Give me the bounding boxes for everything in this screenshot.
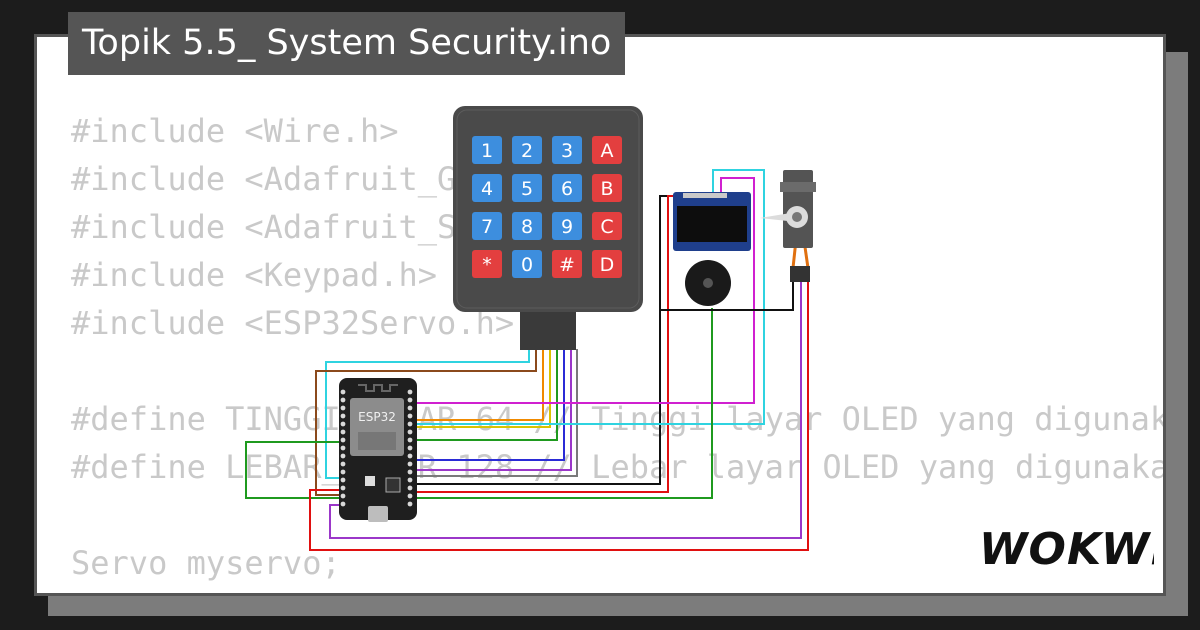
wire-yellow xyxy=(413,349,551,428)
esp32-pin xyxy=(340,493,346,499)
keypad-key xyxy=(512,212,542,240)
keypad-key xyxy=(472,174,502,202)
wokwi-logo-text: WOKWi xyxy=(979,524,1154,575)
keypad-key-label: 9 xyxy=(561,216,573,238)
wire-green-keypad xyxy=(413,349,558,441)
keypad-key xyxy=(512,250,542,278)
code-line: Servo myservo; xyxy=(71,544,341,582)
keypad-key-label: * xyxy=(482,254,492,276)
esp32-pin xyxy=(407,405,413,411)
wire-red-servo xyxy=(309,282,809,551)
esp32-pin xyxy=(340,389,346,395)
keypad-key xyxy=(552,174,582,202)
keypad-key xyxy=(552,212,582,240)
esp32-pin xyxy=(340,453,346,459)
esp32-pin xyxy=(340,469,346,475)
wire-cyan-oled xyxy=(413,169,765,425)
esp32-pin xyxy=(407,421,413,427)
keypad-key xyxy=(472,136,502,164)
keypad-key xyxy=(472,250,502,278)
servo-motor xyxy=(760,170,816,282)
wire-blue xyxy=(413,349,565,461)
oled-display xyxy=(673,192,751,251)
esp32-pin xyxy=(407,461,413,467)
esp32-pin xyxy=(340,429,346,435)
keypad-key xyxy=(592,136,622,164)
keypad-key-label: D xyxy=(600,254,615,276)
esp32-pin xyxy=(340,477,346,483)
keypad-key xyxy=(472,212,502,240)
keypad-key xyxy=(512,136,542,164)
wire-cyan xyxy=(325,349,530,479)
keypad-key-label: 0 xyxy=(521,254,533,276)
keypad-key-label: A xyxy=(601,140,614,162)
keypad-key-label: 1 xyxy=(481,140,493,162)
wire-black-servo xyxy=(660,282,794,311)
esp32-pin xyxy=(407,501,413,507)
esp32-pin xyxy=(340,413,346,419)
wire-orange xyxy=(413,349,544,421)
keypad-key-label: 4 xyxy=(481,178,493,200)
esp32-pin xyxy=(407,429,413,435)
keypad-key xyxy=(552,250,582,278)
esp32-pin xyxy=(407,445,413,451)
keypad: 1 2 3 A 4 5 6 B 7 8 9 C * 0 # D xyxy=(453,106,643,350)
keypad-key-label: 7 xyxy=(481,216,493,238)
esp32-pin xyxy=(407,477,413,483)
code-line: #include <Wire.h> xyxy=(71,112,399,150)
keypad-key-label: 8 xyxy=(521,216,533,238)
code-line: #include <Keypad.h> xyxy=(71,256,438,294)
esp32-label: ESP32 xyxy=(358,410,396,424)
wokwi-logo: WOKWi xyxy=(979,524,1154,575)
keypad-key xyxy=(592,212,622,240)
code-line: const int PIN_SERVO = 4; // pin ledakan … xyxy=(71,587,1163,593)
esp32-pin xyxy=(340,485,346,491)
esp32-pin xyxy=(340,405,346,411)
esp32-pin xyxy=(407,469,413,475)
esp32-pin xyxy=(407,453,413,459)
keypad-key xyxy=(592,250,622,278)
esp32-pin xyxy=(407,397,413,403)
keypad-key-label: # xyxy=(559,254,575,276)
esp32-pin xyxy=(340,445,346,451)
esp32-pin xyxy=(340,437,346,443)
buzzer xyxy=(685,260,731,306)
esp32-pin xyxy=(340,501,346,507)
esp32-pin xyxy=(407,389,413,395)
keypad-key xyxy=(512,174,542,202)
project-title[interactable]: Topik 5.5_ System Security.ino xyxy=(68,12,626,75)
keypad-key-label: B xyxy=(600,178,613,200)
esp32-pin xyxy=(340,397,346,403)
esp32-board: ESP32 xyxy=(339,378,417,522)
esp32-pin xyxy=(340,461,346,467)
keypad-key xyxy=(552,136,582,164)
esp32-pin xyxy=(407,437,413,443)
keypad-key-label: 5 xyxy=(521,178,533,200)
esp32-pin xyxy=(407,485,413,491)
wire-purple-keypad xyxy=(413,349,572,471)
esp32-pin xyxy=(407,493,413,499)
keypad-key-label: C xyxy=(600,216,613,238)
esp32-pin xyxy=(407,413,413,419)
keypad-key-label: 2 xyxy=(521,140,533,162)
wire-green-buzzer xyxy=(245,308,713,499)
wire-gray xyxy=(413,349,578,477)
keypad-key xyxy=(592,174,622,202)
wire-magenta-oled xyxy=(413,177,755,404)
keypad-key-label: 6 xyxy=(561,178,573,200)
wires xyxy=(245,169,810,551)
keypad-key-label: 3 xyxy=(561,140,573,162)
esp32-pin xyxy=(340,421,346,427)
wire-purple-servo xyxy=(329,282,802,539)
wire-brown xyxy=(315,349,537,496)
